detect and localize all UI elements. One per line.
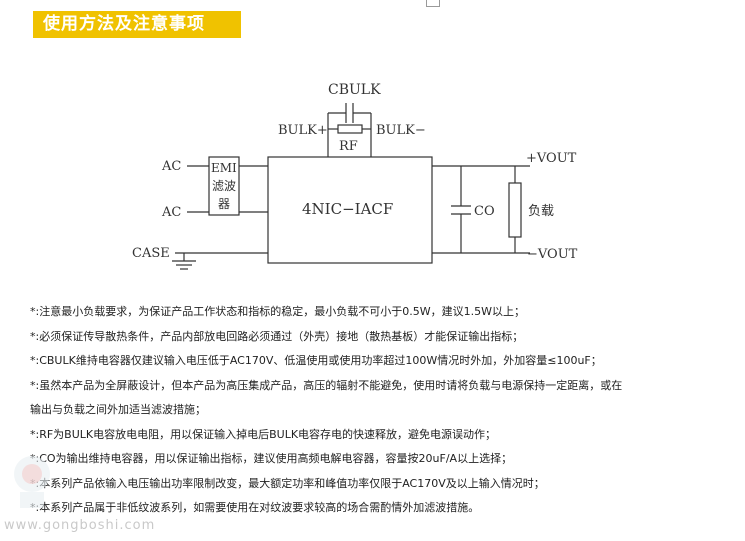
emi-label-line1: EMI xyxy=(211,161,237,175)
case-label: CASE xyxy=(132,246,170,261)
load-label: 负载 xyxy=(528,204,554,219)
note-shielding-cont: 输出与负载之间外加适当滤波措施； xyxy=(30,403,206,416)
emi-label-line3: 器 xyxy=(218,197,230,211)
circuit-diagram: CBULK BULK+ BULK− RF AC AC EMI 滤波 器 4NIC… xyxy=(132,82,578,270)
vout-plus-label: +VOUT xyxy=(526,151,577,166)
co-label: CO xyxy=(474,204,495,219)
emi-label-line2: 滤波 xyxy=(212,179,236,193)
note-ripple: *:本系列产品属于非低纹波系列，如需要使用在对纹波要求较高的场合需酌情外加滤波措… xyxy=(30,501,480,514)
note-heat-dissipation: *:必须保证传导散热条件，产品内部放电回路必须通过（外壳）接地（散热基板）才能保… xyxy=(30,329,524,343)
module-label: 4NIC−IACF xyxy=(302,200,393,218)
load-resistor xyxy=(508,182,522,238)
note-co: *:CO为输出维持电容器，用以保证输出指标，建议使用高频电解电容器，容量按20u… xyxy=(30,452,513,465)
note-rf: *:RF为BULK电容放电电阻，用以保证输入掉电后BULK电容存电的快速释放，避… xyxy=(30,427,497,441)
vout-minus-label: −VOUT xyxy=(527,247,578,262)
bulk-minus-label: BULK− xyxy=(376,123,426,138)
watermark-url: www.gongboshi.com xyxy=(4,518,156,533)
rf-resistor xyxy=(337,124,363,134)
watermark-logo-icon xyxy=(14,456,50,508)
note-power-limit: *:本系列产品依输入电压输出功率限制改变，最大额定功率和峰值功率仅限于AC170… xyxy=(30,476,545,490)
ac-label-bottom: AC xyxy=(161,205,181,220)
cbulk-label: CBULK xyxy=(328,82,381,98)
emi-filter-box xyxy=(208,156,240,216)
top-edge-mark xyxy=(426,0,440,7)
bulk-plus-label: BULK+ xyxy=(278,123,328,138)
ac-label-top: AC xyxy=(161,159,181,174)
note-cbulk: *:CBULK维持电容器仅建议输入电压低于AC170V、低温使用或使用功率超过1… xyxy=(30,354,602,367)
section-title: 使用方法及注意事项 xyxy=(33,11,241,38)
notes-list: *:注意最小负载要求，为保证产品工作状态和指标的稳定，最小负载不可小于0.5W，… xyxy=(30,300,735,521)
module-box xyxy=(267,156,433,264)
rf-label: RF xyxy=(339,139,358,154)
note-min-load: *:注意最小负载要求，为保证产品工作状态和指标的稳定，最小负载不可小于0.5W，… xyxy=(30,305,525,318)
note-shielding: *:虽然本产品为全屏蔽设计，但本产品为高压集成产品，高压的辐射不能避免，使用时请… xyxy=(30,378,623,392)
